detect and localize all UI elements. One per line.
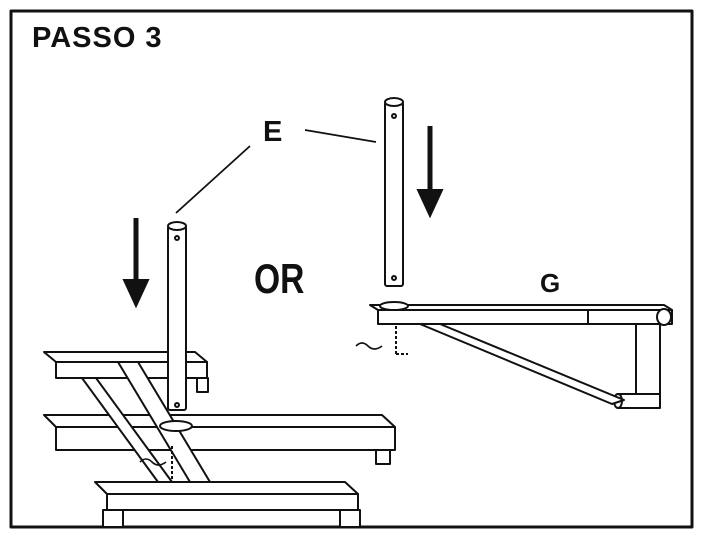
right-pole-e xyxy=(384,97,404,287)
part-label-e: E xyxy=(263,116,283,148)
left-down-arrow xyxy=(122,218,150,309)
left-base-frame xyxy=(43,351,396,528)
right-bracket-g xyxy=(355,301,673,409)
step-title: PASSO 3 xyxy=(32,22,163,54)
left-pole-e xyxy=(167,221,187,411)
leader-lines xyxy=(175,129,377,214)
or-label: OR xyxy=(254,255,305,302)
right-down-arrow xyxy=(416,126,444,219)
part-label-g: G xyxy=(540,268,561,298)
